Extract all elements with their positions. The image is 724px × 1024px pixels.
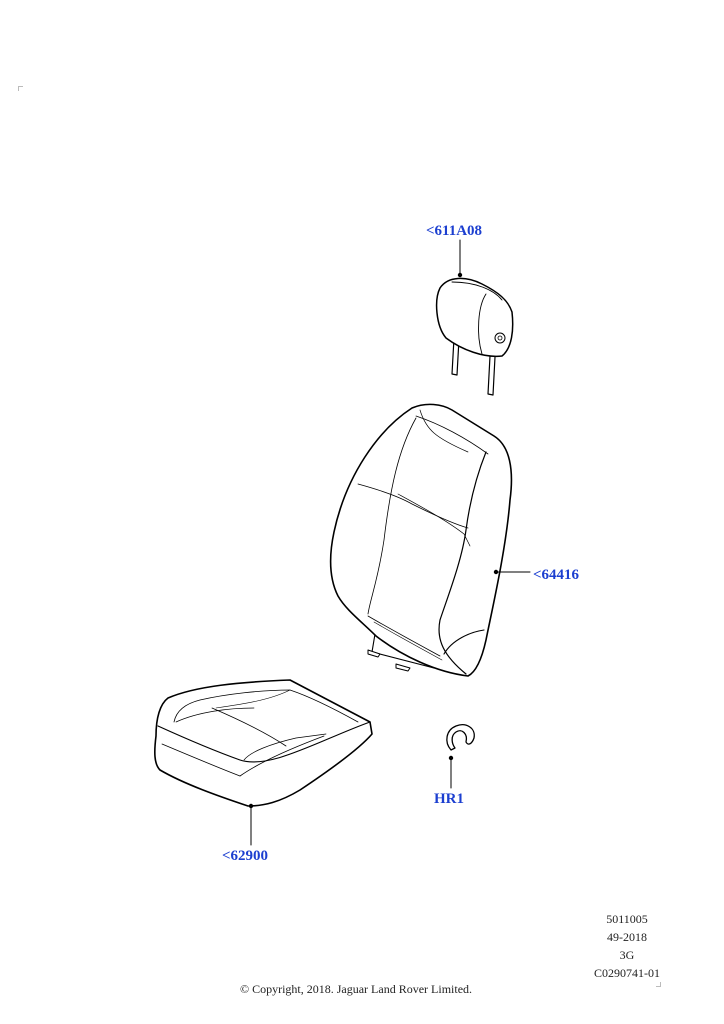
corner-mark-bottom-right xyxy=(656,982,661,987)
leader-dot-headrest xyxy=(457,272,463,278)
cushion-illustration[interactable] xyxy=(154,679,373,807)
leader-dot-hog-ring xyxy=(448,755,454,761)
hog-ring-illustration[interactable] xyxy=(446,724,475,751)
copyright-notice: © Copyright, 2018. Jaguar Land Rover Lim… xyxy=(239,982,473,996)
leader-dot-backrest xyxy=(493,569,499,575)
part-link-hog-ring[interactable]: HR1 xyxy=(434,791,464,807)
corner-mark-top-left xyxy=(18,86,23,91)
part-link-cushion[interactable]: <62900 xyxy=(222,848,269,864)
backrest-illustration[interactable] xyxy=(329,403,513,677)
reference-line-4: C0290741-01 xyxy=(594,966,660,980)
headrest-illustration[interactable] xyxy=(435,277,514,396)
reference-line-1: 5011005 xyxy=(606,912,648,926)
leader-dot-cushion xyxy=(248,803,254,809)
reference-line-2: 49-2018 xyxy=(607,930,647,944)
part-link-headrest[interactable]: <611A08 xyxy=(426,223,483,239)
reference-line-3: 3G xyxy=(619,948,635,962)
part-link-backrest[interactable]: <64416 xyxy=(533,567,580,583)
illustration-reference: 5011005 49-2018 3G C0290741-01 xyxy=(594,910,660,982)
